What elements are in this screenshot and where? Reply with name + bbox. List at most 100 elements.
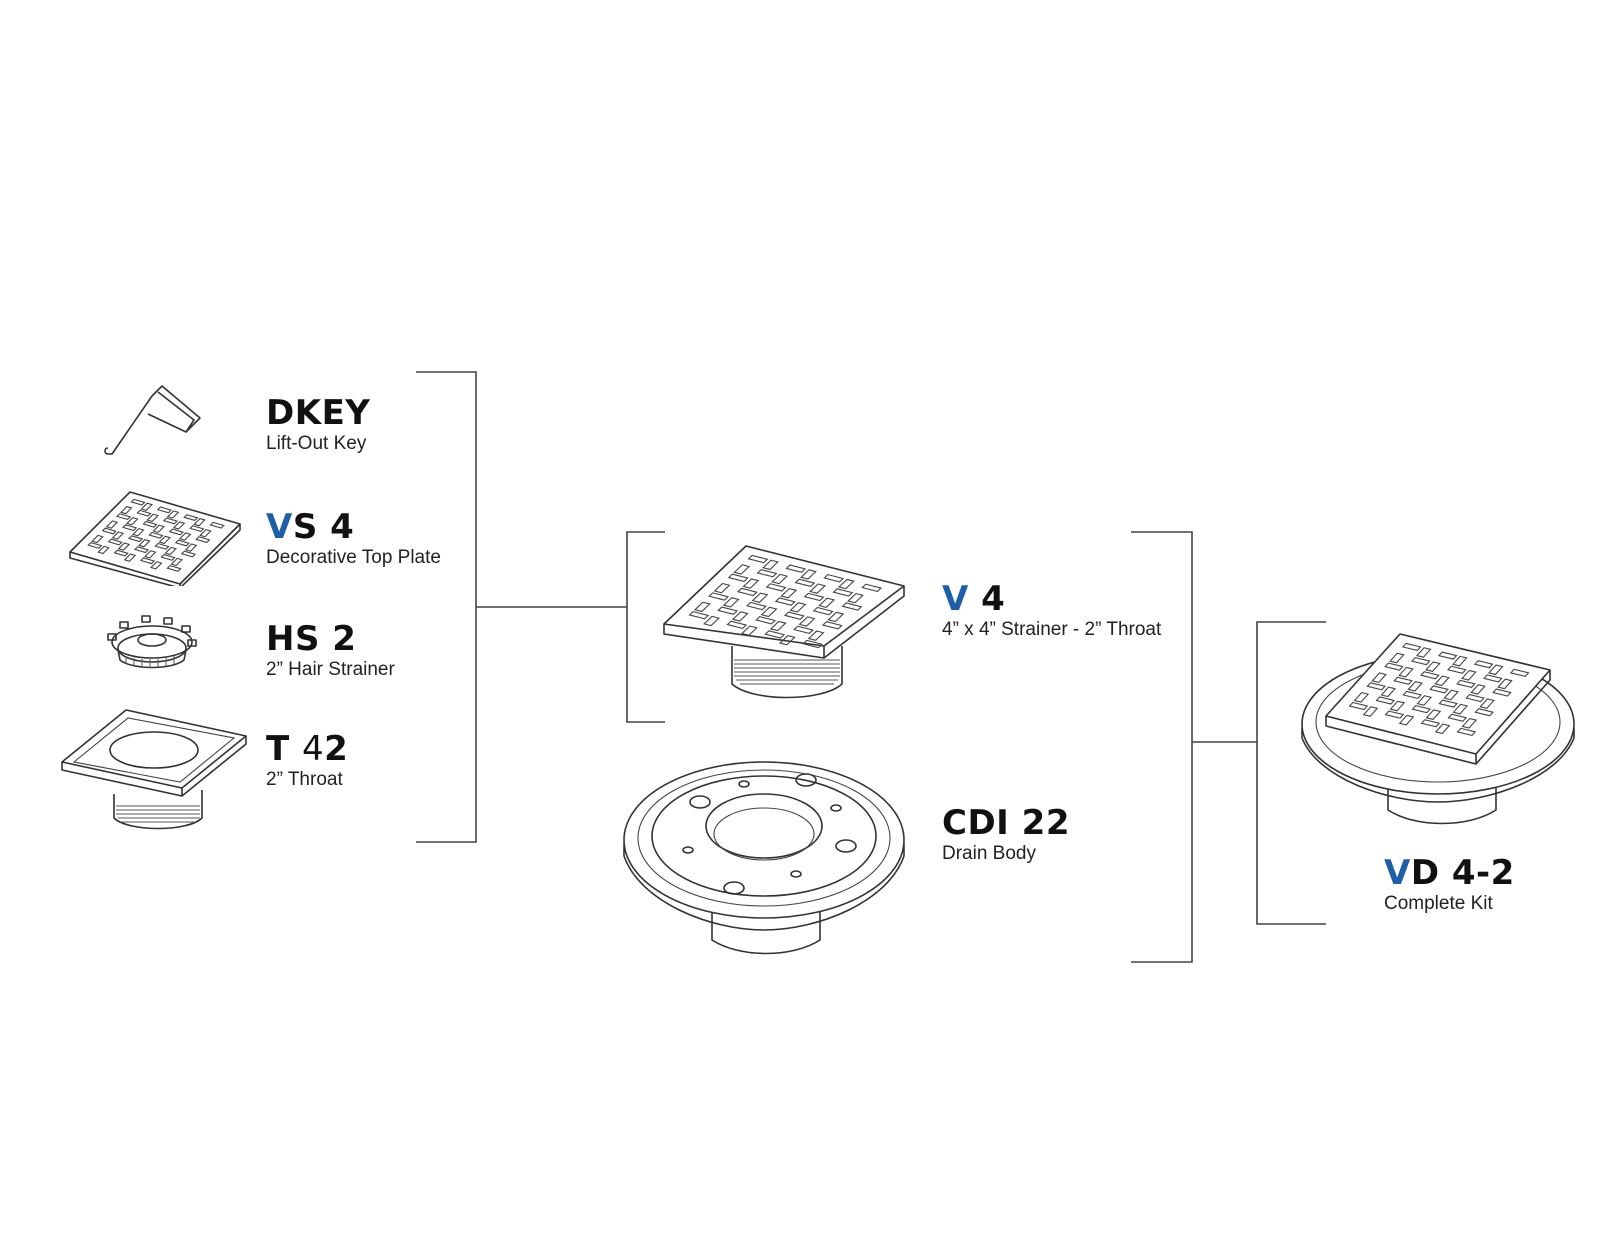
plate-slot (123, 553, 137, 562)
plate-slot (172, 521, 186, 530)
strainer-icon (663, 545, 905, 699)
plate-slot (1456, 727, 1477, 737)
plate-slot (139, 557, 156, 565)
plate-slot (158, 535, 171, 545)
part-code-main: T (266, 729, 303, 769)
plate-slot (137, 539, 151, 548)
part-description: 2” Hair Strainer (266, 659, 395, 680)
plate-slot (727, 573, 749, 582)
plate-slot (1389, 700, 1406, 712)
plate-slot (789, 602, 807, 613)
plate-slot (111, 531, 125, 540)
plate-slot (1380, 686, 1397, 698)
plate-slot (794, 578, 816, 588)
plate-slot (1451, 655, 1468, 667)
plate-slot (1375, 696, 1396, 705)
plate-slot (713, 582, 731, 594)
part-cdi22-label: CDI 22 Drain Body (942, 806, 1070, 863)
part-code: VS 4 (266, 510, 441, 544)
plate-slot (1371, 672, 1387, 683)
plate-slot (742, 578, 760, 589)
part-v4-label: V 4 4” x 4” Strainer - 2” Throat (942, 582, 1161, 639)
plate-slot (1401, 642, 1422, 652)
plate-slot (1487, 664, 1504, 676)
part-code-main: CDI 22 (942, 803, 1070, 843)
part-code-main: S 4 (292, 507, 355, 547)
plate-slot (149, 561, 163, 570)
part-code-accent: V (942, 579, 969, 619)
plate-slot (1420, 671, 1440, 680)
plate-slot (793, 625, 814, 635)
plate-slot (861, 583, 883, 593)
plate-slot (146, 513, 159, 523)
plate-slot (1461, 669, 1477, 681)
plate-slot (1473, 660, 1494, 669)
plate-slot (769, 620, 787, 632)
plate-slot (105, 520, 119, 529)
plate-slot (847, 592, 864, 604)
plate-slot (189, 525, 205, 533)
plate-slot (1393, 676, 1413, 685)
plate-slot (1497, 678, 1513, 690)
plate-slot (812, 606, 834, 616)
plate-slot (1474, 708, 1494, 717)
plate-slot (164, 546, 177, 556)
part-code: CDI 22 (942, 806, 1070, 840)
plate-slot (688, 610, 710, 620)
plate-slot (818, 597, 836, 608)
plate-slot (760, 606, 778, 618)
part-code-num-light: 4 (302, 729, 325, 769)
plate-slot (774, 597, 796, 606)
plate-slot (166, 510, 180, 519)
part-code-main: D 4-2 (1410, 853, 1515, 893)
part-code: DKEY (266, 396, 370, 430)
plate-slot (1410, 656, 1431, 666)
plate-slot (1429, 685, 1449, 694)
plate-slot (1402, 690, 1422, 700)
part-description: Complete Kit (1384, 893, 1493, 914)
plate-slot (174, 539, 191, 547)
plate-slot (170, 557, 183, 567)
plate-slot (799, 569, 817, 580)
part-code-main: HS 2 (266, 619, 357, 659)
plate-slot (693, 601, 711, 613)
plate-slot (798, 616, 816, 627)
plate-slot (115, 513, 132, 521)
plate-slot (756, 568, 778, 578)
plate-slot (733, 564, 751, 575)
plate-slot (209, 521, 225, 529)
plate-slot (148, 531, 164, 539)
plate-slot (91, 534, 104, 544)
plate-slot (130, 498, 146, 506)
lift-out-key-icon (104, 385, 201, 455)
plate-slot (1447, 713, 1468, 722)
part-description: Drain Body (942, 843, 1036, 864)
plate-slot (762, 559, 779, 571)
plate-slot (1446, 665, 1467, 674)
part-code: V 4 (942, 582, 1161, 616)
plate-slot (1420, 719, 1441, 728)
plate-slot (97, 545, 110, 555)
plate-slot (154, 542, 170, 550)
plate-slot (751, 592, 769, 603)
throat-icon (61, 709, 247, 830)
plate-slot (127, 535, 144, 543)
plate-slot (193, 517, 206, 527)
plate-slot (121, 524, 138, 532)
plate-slot (703, 615, 720, 627)
bracket-left-group (416, 371, 477, 843)
plate-slot (107, 538, 123, 546)
plate-slot (178, 532, 192, 541)
plate-slot (731, 611, 749, 622)
part-code: HS 2 (266, 622, 395, 656)
plate-slot (1452, 703, 1469, 715)
plate-slot (180, 550, 197, 558)
plate-slot (809, 583, 827, 594)
plate-slot (195, 536, 211, 544)
plate-slot (841, 602, 863, 611)
plate-slot (1348, 701, 1369, 711)
plate-slot (117, 542, 131, 551)
plate-slot (199, 528, 212, 538)
